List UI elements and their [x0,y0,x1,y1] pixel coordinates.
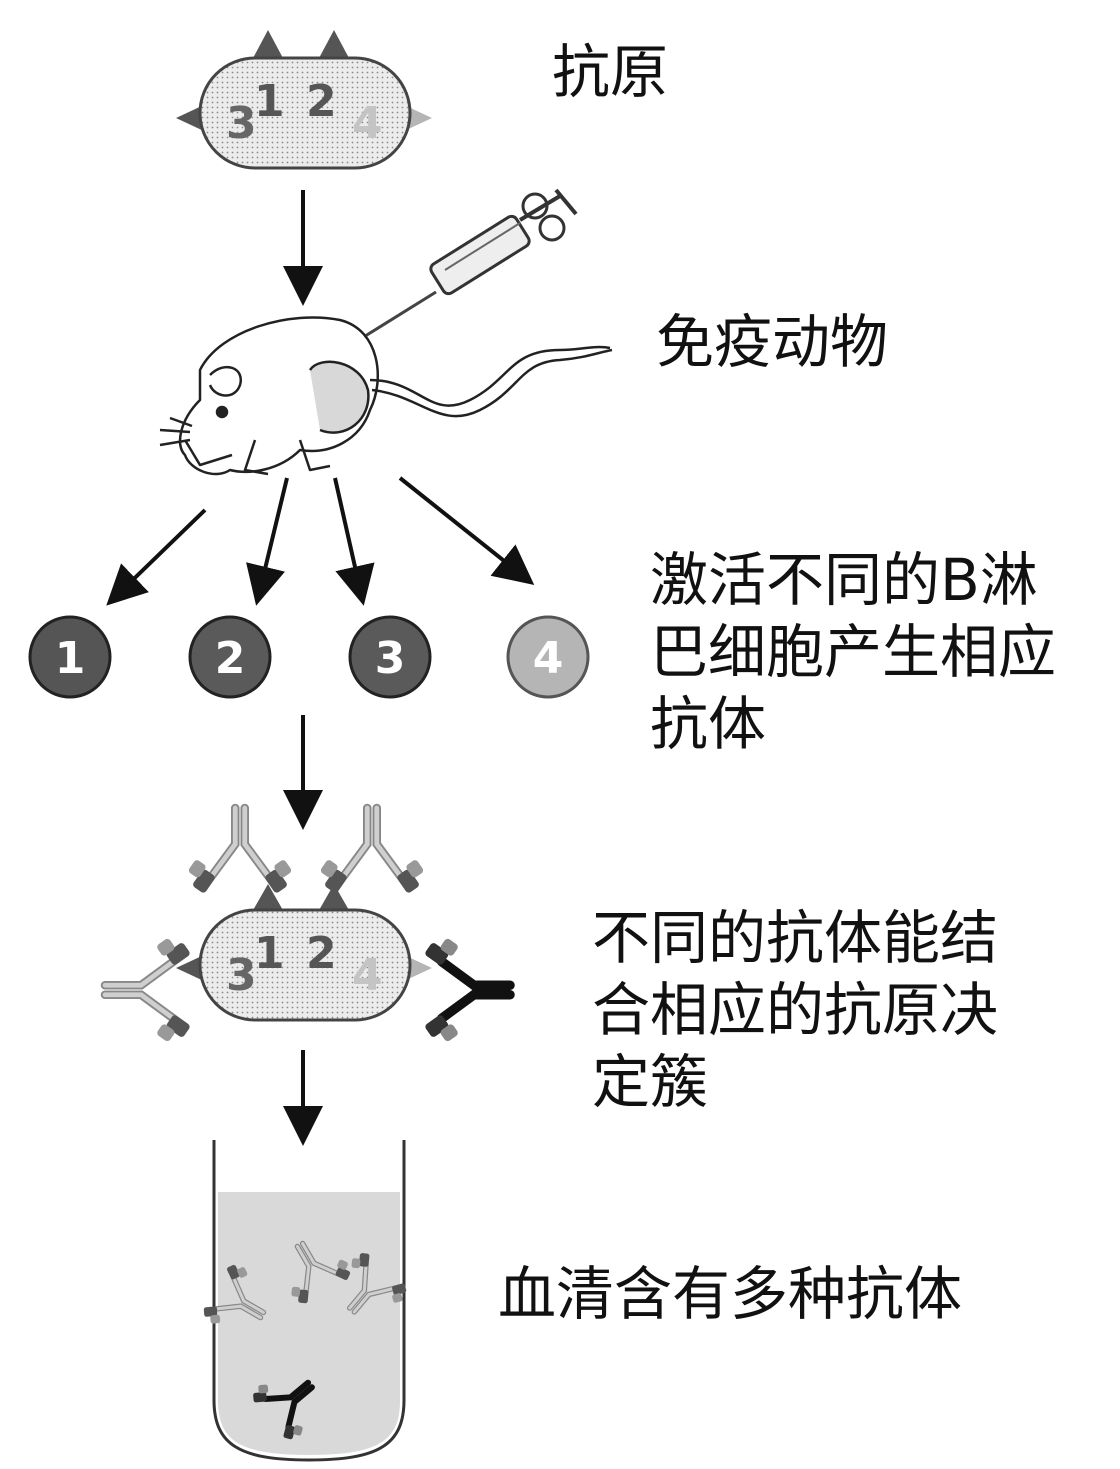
caption-bind-line-1: 不同的抗体能结 [592,904,998,972]
antigen-body [198,56,412,170]
caption-activate-line-3: 抗体 [650,690,766,758]
antibody-epitope-4 [424,937,510,1042]
arrow-to-bcell-1 [106,508,207,606]
mouse-icon [159,316,613,476]
antigen-body [198,908,412,1022]
tube-wall [212,1140,406,1462]
caption-immunize: 免疫动物 [656,308,888,376]
b-cell-3: 3 [348,615,432,699]
svg-text:4: 4 [533,633,564,684]
epitope-spike [252,884,284,912]
antibody-epitope-3 [105,937,191,1042]
epitope-spike [318,884,350,912]
epitope-label: 2 [306,76,337,127]
antibody-epitope-2 [319,808,424,894]
caption-bind-line-2: 合相应的抗原决 [592,976,998,1044]
svg-text:3: 3 [375,633,406,684]
caption-activate-line-1: 激活不同的B淋 [650,546,1038,614]
epitope-label: 4 [352,950,383,1001]
caption-bind-line-3: 定簇 [592,1048,708,1116]
antigen-bound: 3 1 2 4 [176,884,432,1022]
caption-activate-line-2: 巴细胞产生相应 [650,618,1056,686]
epitope-spike [318,30,350,60]
epitope-label: 1 [254,76,285,127]
b-cell-2: 2 [188,615,272,699]
epitope-spike [176,104,206,132]
b-cell-4: 4 [506,615,590,699]
epitope-label: 1 [254,928,285,979]
caption-antigen: 抗原 [552,38,668,106]
antigen-top: 3 1 2 4 [176,30,432,170]
epitope-label: 2 [306,928,337,979]
epitope-label: 3 [226,98,257,149]
epitope-spike [176,954,206,982]
epitope-spike [252,30,284,60]
svg-text:2: 2 [215,633,246,684]
arrow-to-bcell-3 [333,477,375,606]
epitope-label: 4 [352,98,383,149]
arrow-to-bcell-2 [246,477,289,606]
b-cell-1: 1 [28,615,112,699]
caption-serum: 血清含有多种抗体 [498,1260,962,1328]
svg-text:1: 1 [55,633,86,684]
arrow-to-bcell-4 [398,476,535,585]
antibody-epitope-1 [187,808,292,894]
serum-liquid [218,1192,400,1455]
epitope-label: 3 [226,950,257,1001]
syringe-icon [361,188,578,340]
